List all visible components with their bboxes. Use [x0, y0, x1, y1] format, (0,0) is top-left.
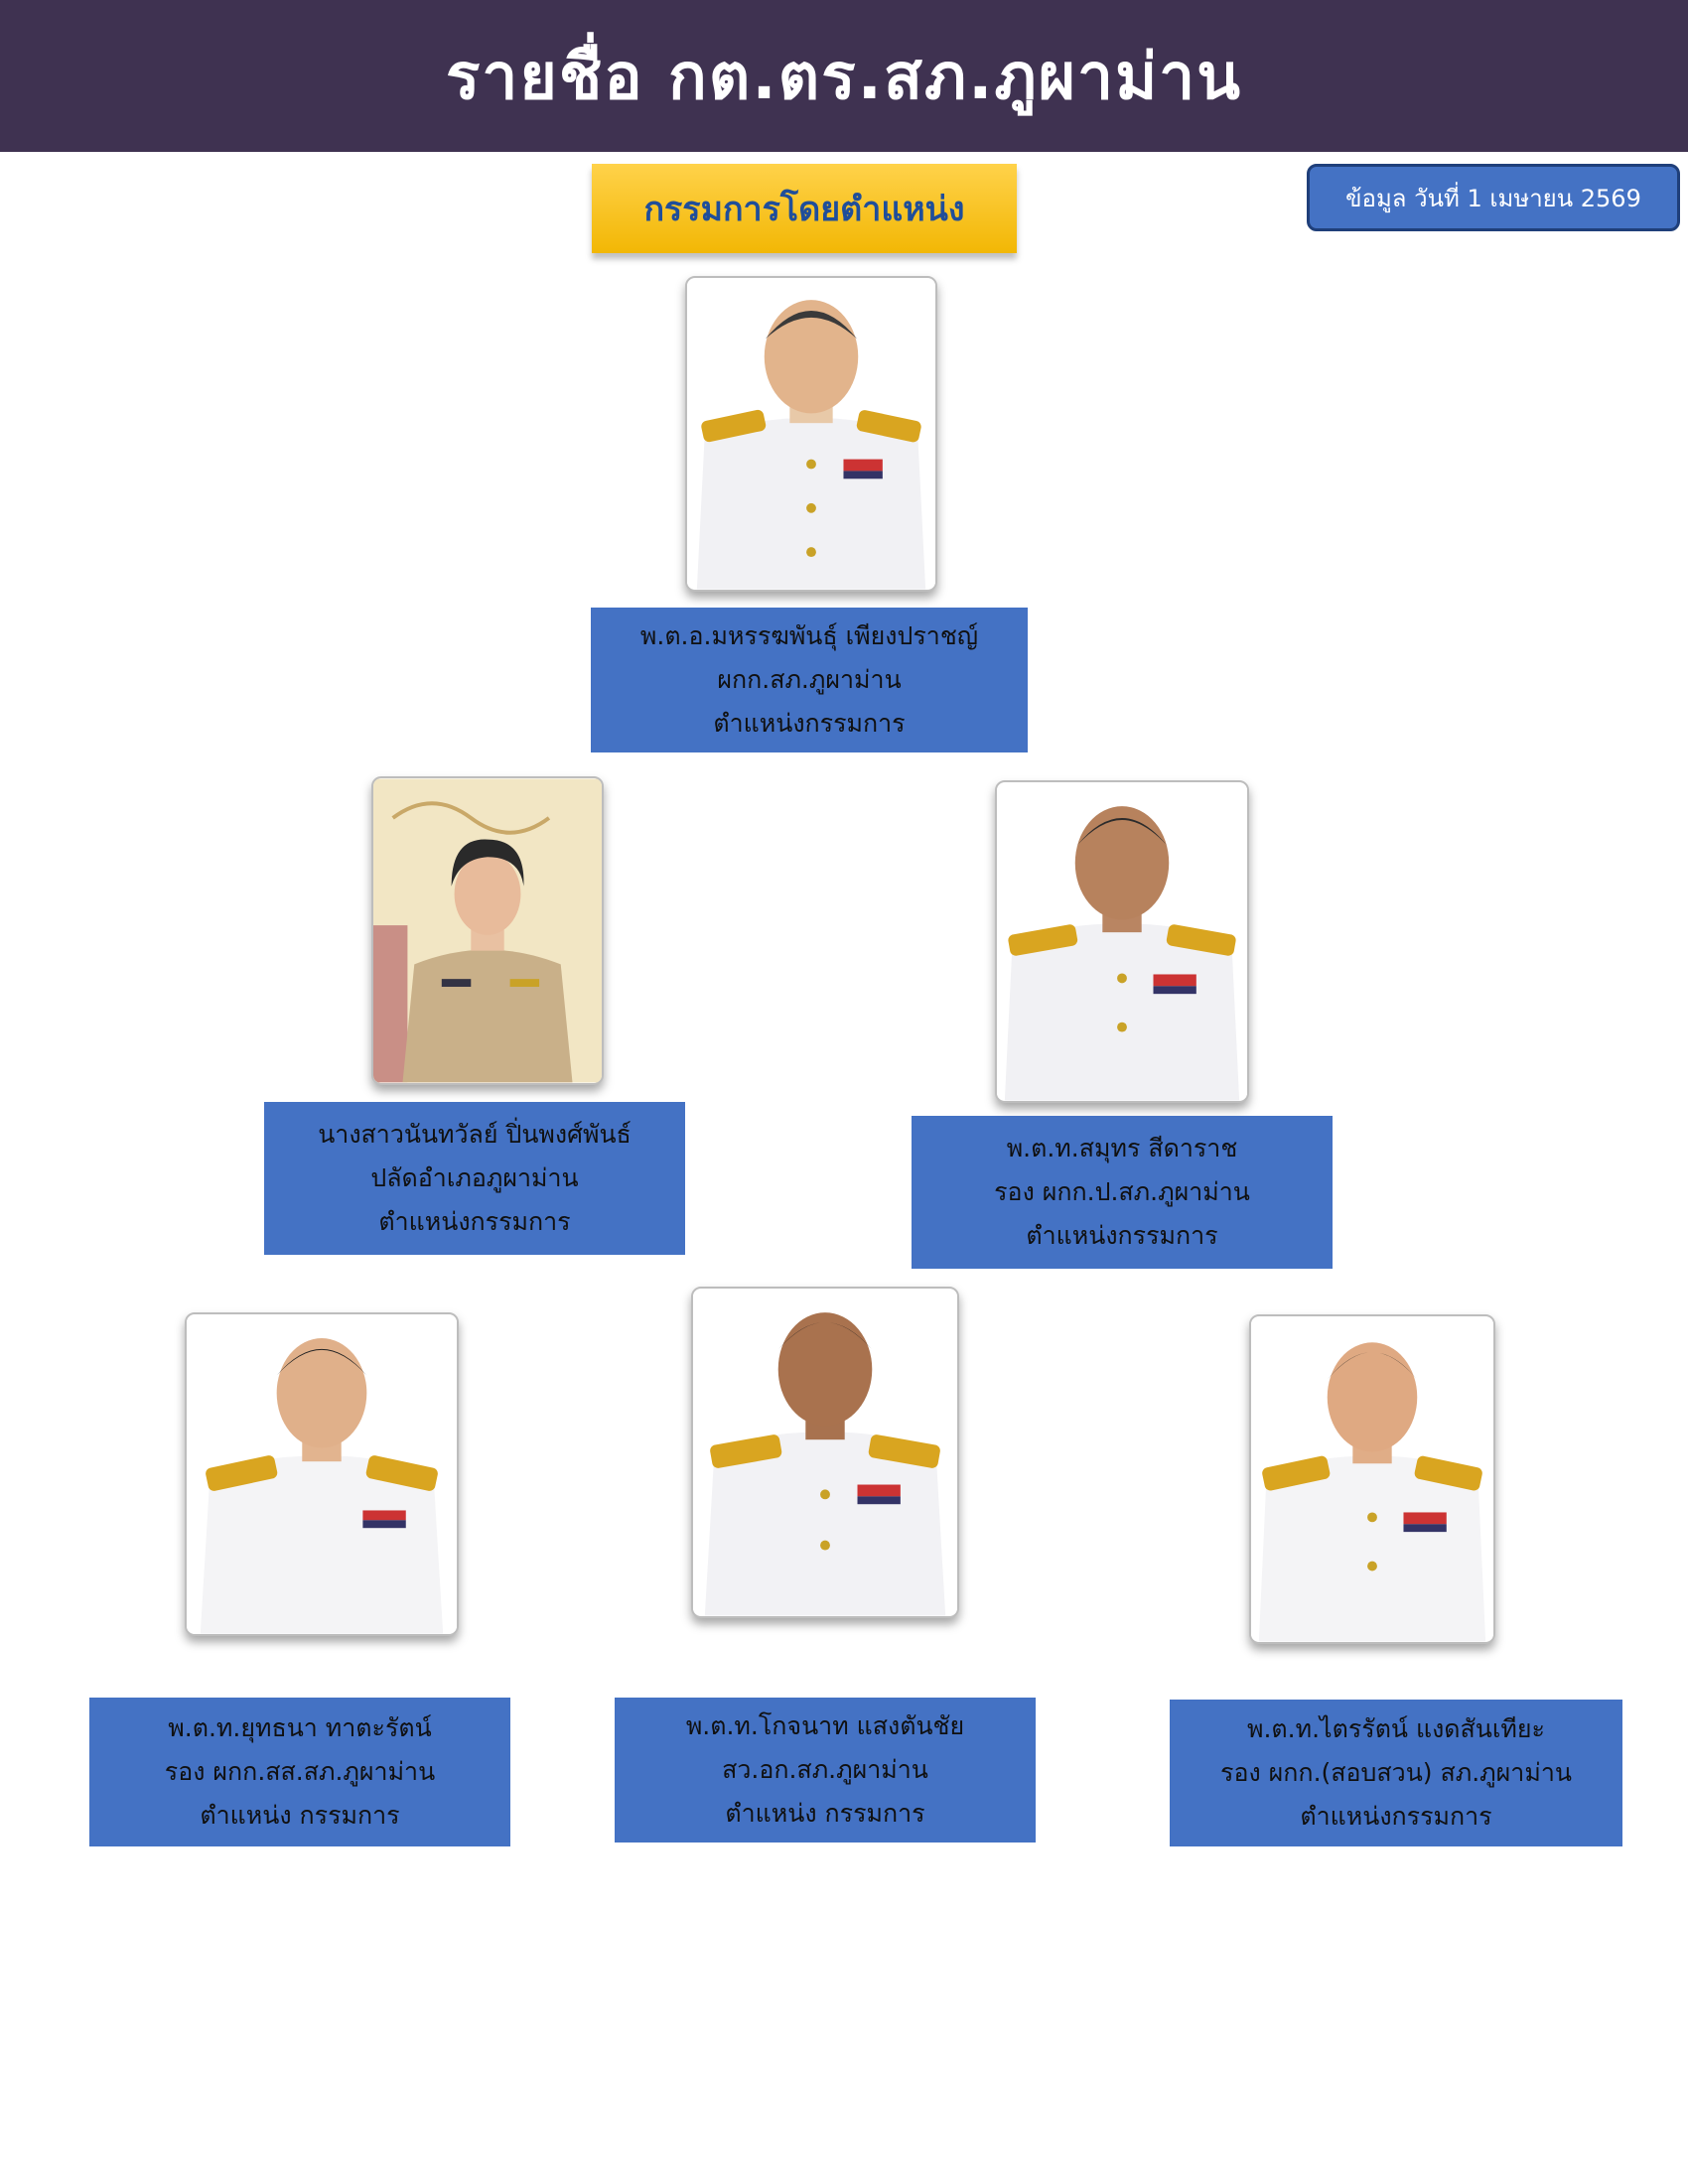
member-position: ผกก.สภ.ภูผาม่าน	[717, 665, 902, 694]
member-position: รอง ผกก.สส.สภ.ภูผาม่าน	[164, 1757, 436, 1786]
member-role: ตำแหน่ง กรรมการ	[725, 1799, 925, 1828]
member-name-box-4: พ.ต.ท.ยุทธนา ทาตะรัตน์ รอง ผกก.สส.สภ.ภูผ…	[89, 1698, 510, 1846]
member-name: พ.ต.ท.ยุทธนา ทาตะรัตน์	[168, 1713, 432, 1742]
member-position: สว.อก.สภ.ภูผาม่าน	[722, 1755, 928, 1784]
member-name: พ.ต.ท.โกจนาท แสงตันชัย	[685, 1711, 965, 1740]
officer-portrait-image	[1251, 1316, 1493, 1642]
member-photo-3	[995, 780, 1249, 1103]
member-photo-2	[371, 776, 604, 1085]
member-name: พ.ต.อ.มหรรฆพันธุ์ เพียงปราชญ์	[639, 621, 979, 650]
officer-portrait-image	[373, 778, 602, 1083]
member-photo-4	[185, 1312, 459, 1636]
member-role: ตำแหน่งกรรมการ	[378, 1207, 571, 1236]
date-badge: ข้อมูล วันที่ 1 เมษายน 2569	[1307, 164, 1680, 231]
member-name-box-1: พ.ต.อ.มหรรฆพันธุ์ เพียงปราชญ์ ผกก.สภ.ภูผ…	[591, 608, 1028, 752]
member-role: ตำแหน่ง กรรมการ	[200, 1801, 400, 1830]
officer-portrait-image	[687, 278, 935, 590]
member-position: ปลัดอำเภอภูผาม่าน	[370, 1163, 579, 1192]
member-role: ตำแหน่งกรรมการ	[1026, 1221, 1218, 1250]
member-name-box-2: นางสาวนันทวัลย์ ปิ่นพงศ์พันธ์ ปลัดอำเภอภ…	[264, 1102, 685, 1255]
member-position: รอง ผกก.ป.สภ.ภูผาม่าน	[994, 1177, 1250, 1206]
member-name-box-3: พ.ต.ท.สมุทร สีดาราช รอง ผกก.ป.สภ.ภูผาม่า…	[912, 1116, 1333, 1269]
member-role: ตำแหน่งกรรมการ	[1300, 1802, 1492, 1831]
member-position: รอง ผกก.(สอบสวน) สภ.ภูผาม่าน	[1220, 1758, 1572, 1787]
officer-portrait-image	[187, 1314, 457, 1634]
member-name-box-5: พ.ต.ท.โกจนาท แสงตันชัย สว.อก.สภ.ภูผาม่าน…	[615, 1698, 1036, 1843]
officer-portrait-image	[693, 1289, 957, 1616]
member-photo-1	[685, 276, 937, 592]
member-name-box-6: พ.ต.ท.ไตรรัตน์ แงดสันเทียะ รอง ผกก.(สอบส…	[1170, 1700, 1622, 1846]
page-header: รายชื่อ กต.ตร.สภ.ภูผาม่าน	[0, 0, 1688, 152]
member-name: นางสาวนันทวัลย์ ปิ่นพงศ์พันธ์	[318, 1120, 632, 1149]
member-name: พ.ต.ท.ไตรรัตน์ แงดสันเทียะ	[1247, 1714, 1545, 1743]
member-name: พ.ต.ท.สมุทร สีดาราช	[1006, 1134, 1238, 1162]
officer-portrait-image	[997, 782, 1247, 1101]
member-role: ตำแหน่งกรรมการ	[713, 709, 906, 738]
member-photo-5	[691, 1287, 959, 1618]
page-title: รายชื่อ กต.ตร.สภ.ภูผาม่าน	[446, 40, 1242, 114]
section-label: กรรมการโดยตำแหน่ง	[592, 164, 1017, 253]
member-photo-6	[1249, 1314, 1495, 1644]
